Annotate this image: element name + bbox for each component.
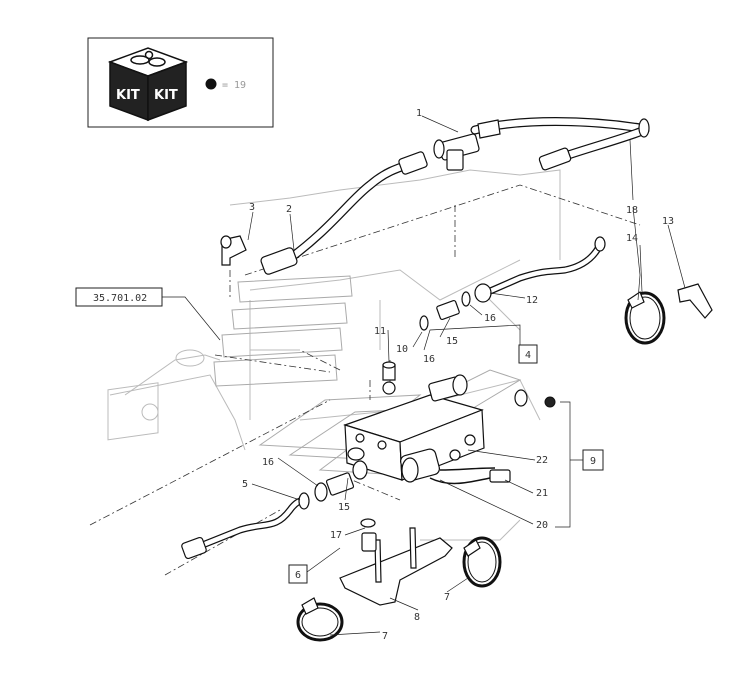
assembly-lines xyxy=(89,184,641,576)
kit-icon: KIT KIT xyxy=(107,47,189,122)
callout-1: 1 xyxy=(416,108,422,119)
boxed-callout-4: 4 xyxy=(518,344,538,364)
svg-text:9: 9 xyxy=(590,456,596,467)
clamp-14 xyxy=(624,291,666,345)
kit-text-left: KIT xyxy=(116,88,140,103)
callout-17: 17 xyxy=(330,530,342,541)
hose-2 xyxy=(260,151,428,275)
boxed-callout-9: 9 xyxy=(582,449,604,471)
wire-21 xyxy=(429,467,511,485)
callout-18: 18 xyxy=(626,205,638,216)
svg-text:4: 4 xyxy=(525,350,531,361)
callout-5: 5 xyxy=(242,479,248,490)
callout-labels: 1 2 3 5 7 7 8 10 11 12 13 14 15 15 16 16… xyxy=(242,108,674,642)
callout-2: 2 xyxy=(286,204,292,215)
callout-12: 12 xyxy=(526,295,538,306)
hose-18 xyxy=(470,117,650,171)
elbow-3 xyxy=(220,235,247,266)
callout-7-right: 7 xyxy=(444,592,450,603)
callout-16-mid: 16 xyxy=(423,354,435,365)
callout-20: 20 xyxy=(536,520,548,531)
svg-text:6: 6 xyxy=(295,570,301,581)
callout-21: 21 xyxy=(536,488,548,499)
callout-15-lower: 15 xyxy=(338,502,350,513)
callout-22: 22 xyxy=(536,455,548,466)
callout-13: 13 xyxy=(662,216,674,227)
kit-legend-text: = 19 xyxy=(222,80,246,91)
callout-8: 8 xyxy=(414,612,420,623)
adapter-11 xyxy=(382,361,556,408)
clamp-7-left xyxy=(296,597,344,642)
reference-box: 35.701.02 xyxy=(75,287,221,341)
clamp-7-right xyxy=(462,536,502,588)
pipe-5 xyxy=(181,492,310,560)
kit-legend-box: KIT KIT = 19 xyxy=(87,37,274,128)
pipe-12 xyxy=(419,236,606,331)
boxed-callout-6: 6 xyxy=(288,564,308,584)
tee-fitting-1 xyxy=(433,119,501,171)
callout-10: 10 xyxy=(396,344,408,355)
reference-box-label: 35.701.02 xyxy=(93,293,147,304)
leader-lines xyxy=(247,115,686,636)
solenoid-20 xyxy=(399,448,441,483)
group-9-bracket xyxy=(555,401,583,528)
callout-14: 14 xyxy=(626,233,638,244)
kit-legend-dot-icon xyxy=(205,78,217,90)
callout-11: 11 xyxy=(374,326,386,337)
kit-text-right: KIT xyxy=(154,88,178,103)
callout-16-lower: 16 xyxy=(262,457,274,468)
callout-15-upper: 15 xyxy=(446,336,458,347)
bracket-8 xyxy=(339,527,453,606)
clip-13 xyxy=(677,283,713,319)
callout-16-upper: 16 xyxy=(484,313,496,324)
callout-7-left: 7 xyxy=(382,631,388,642)
callout-3: 3 xyxy=(249,202,255,213)
